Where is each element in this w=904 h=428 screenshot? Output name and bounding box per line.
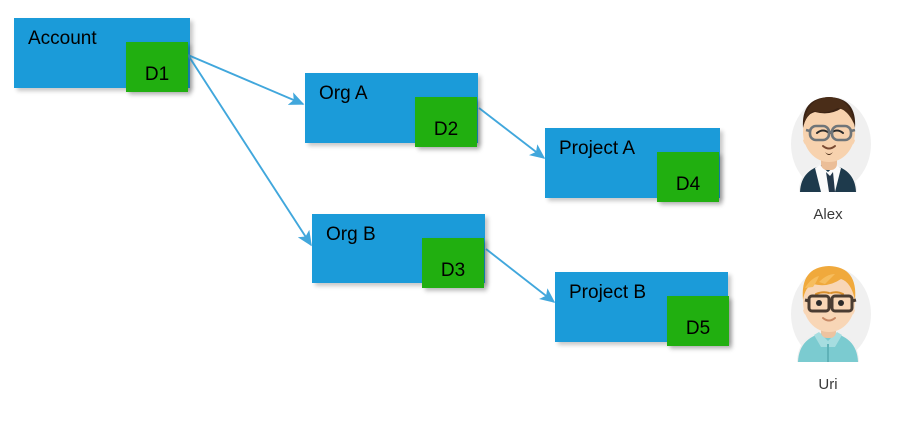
node-project-a-label: Project A — [559, 138, 636, 159]
badge-d5-label: D5 — [685, 318, 711, 339]
badge-d4[interactable]: D4 — [657, 152, 719, 202]
node-project-b-label: Project B — [569, 282, 647, 303]
node-project-a[interactable]: Project A D4 — [545, 128, 720, 202]
badge-d3-label: D3 — [440, 260, 466, 281]
badge-d3[interactable]: D3 — [422, 238, 484, 288]
edge-account-to-org-a — [187, 54, 305, 105]
badge-d2-label: D2 — [433, 119, 459, 140]
person-uri-name: Uri — [818, 376, 838, 393]
edge-account-to-org-b — [187, 54, 312, 247]
badge-d2[interactable]: D2 — [415, 97, 477, 147]
edge-org-a-to-project-a — [478, 107, 546, 159]
person-uri[interactable]: Uri — [773, 258, 883, 403]
node-org-a-label: Org A — [319, 83, 368, 104]
node-org-a[interactable]: Org A D2 — [305, 73, 478, 147]
node-project-b[interactable]: Project B D5 — [555, 272, 729, 346]
node-org-b-label: Org B — [326, 224, 376, 245]
person-alex-name: Alex — [813, 206, 843, 223]
badge-d1[interactable]: D1 — [126, 42, 188, 92]
avatar-alex-icon — [791, 97, 871, 192]
node-account[interactable]: Account D1 — [14, 18, 190, 92]
badge-d4-label: D4 — [675, 174, 701, 195]
badge-d1-label: D1 — [144, 64, 170, 85]
badge-d5[interactable]: D5 — [667, 296, 729, 346]
node-account-label: Account — [28, 28, 97, 49]
avatar-uri-icon — [791, 266, 871, 362]
person-alex[interactable]: Alex — [773, 88, 883, 233]
edge-org-b-to-project-b — [485, 248, 556, 303]
node-org-b[interactable]: Org B D3 — [312, 214, 485, 288]
